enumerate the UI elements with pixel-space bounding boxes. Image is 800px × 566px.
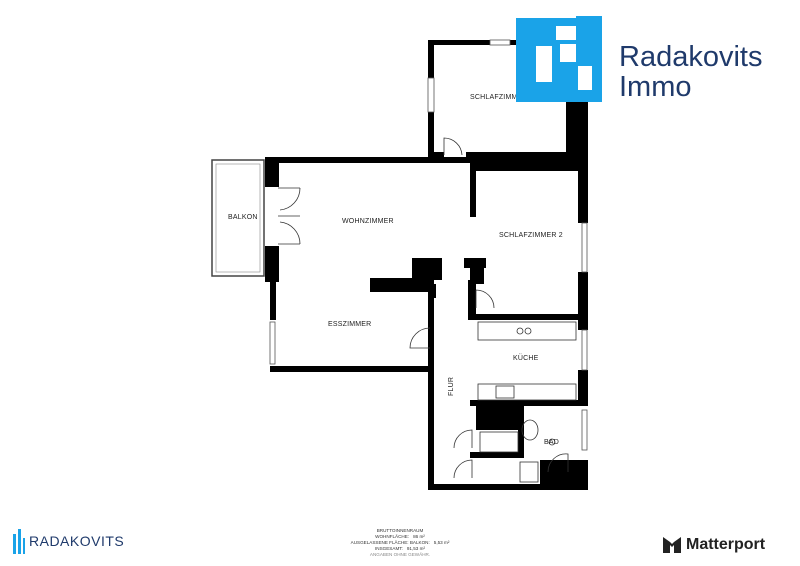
brand-name-line2: Immo (619, 71, 692, 103)
area-row-insgesamt: INSGESAMT:91,53 m² (330, 546, 470, 552)
area-note: ANGABEN OHNE GEWÄHR. (369, 552, 431, 557)
fixtures (477, 321, 577, 483)
room-label-esszimmer: ESSZIMMER (328, 321, 371, 328)
area-balkon-label: AUSGELASSENE FLÄCHE: BALKON: (350, 540, 430, 545)
matterport-text: Matterport (686, 536, 766, 553)
matterport-logo: Matterport (662, 535, 765, 555)
area-insgesamt-label: INSGESAMT: (375, 546, 403, 551)
doors (278, 137, 569, 479)
area-insgesamt-value: 91,53 m² (406, 546, 425, 551)
balcony-inner (215, 163, 261, 273)
footer-logo-icon (13, 529, 25, 554)
walls (265, 40, 588, 490)
matterport-icon (663, 537, 681, 553)
area-balkon-value: 5,53 m² (433, 540, 450, 545)
area-heading: BRUTTOINNENRAUM (376, 528, 424, 533)
balcony-outline (211, 159, 265, 277)
brand-logo-icon (516, 16, 602, 102)
area-row-wohnflaeche: WOHNFLÄCHE:86 m² (330, 534, 470, 540)
brand-name: Radakovits Immo (619, 42, 762, 102)
footer-logo-text: RADAKOVITS (29, 533, 125, 549)
room-label-kueche: KÜCHE (513, 354, 539, 362)
room-label-schlafzimmer-2: SCHLAFZIMMER 2 (499, 232, 563, 239)
area-summary: BRUTTOINNENRAUM WOHNFLÄCHE:86 m² AUSGELA… (330, 528, 470, 558)
room-label-wohnzimmer: WOHNZIMMER (342, 218, 394, 225)
brand-name-line1: Radakovits (619, 41, 763, 73)
area-wohnflaeche-label: WOHNFLÄCHE: (375, 534, 410, 539)
room-label-schlafzimmer-1: SCHLAFZIMMER 1 (470, 94, 534, 101)
area-wohnflaeche-value: 86 m² (413, 534, 425, 539)
footer-logo: RADAKOVITS (12, 528, 124, 554)
room-label-bad: BAD (544, 439, 559, 446)
windows (269, 39, 588, 451)
area-row-balkon: AUSGELASSENE FLÄCHE: BALKON:5,53 m² (330, 540, 470, 546)
room-label-balkon: BALKON (228, 214, 258, 221)
room-label-flur: FLUR (448, 377, 455, 396)
